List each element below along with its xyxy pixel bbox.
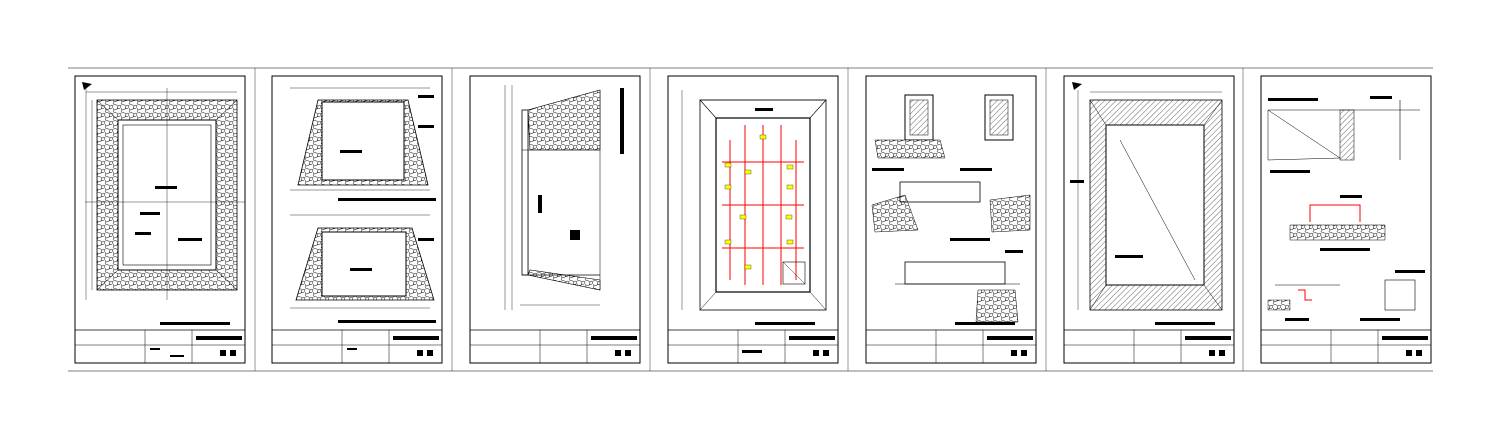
reinforcement-bars	[722, 125, 804, 285]
sheet-1	[74, 75, 246, 364]
bar-marks	[724, 134, 794, 270]
sheet-3	[469, 75, 641, 364]
title-block	[866, 329, 1036, 363]
sheet-7	[1260, 75, 1432, 364]
sheet-6	[1063, 75, 1235, 364]
title-block	[1064, 329, 1234, 363]
strip-frame	[68, 67, 1433, 372]
title-block	[272, 329, 442, 363]
title-block	[1261, 329, 1431, 363]
title-block	[470, 329, 640, 363]
title-block	[75, 329, 245, 363]
sheet-4	[667, 75, 839, 364]
sheet-2	[271, 75, 443, 364]
sheet-5	[865, 75, 1037, 364]
title-block	[668, 329, 838, 363]
